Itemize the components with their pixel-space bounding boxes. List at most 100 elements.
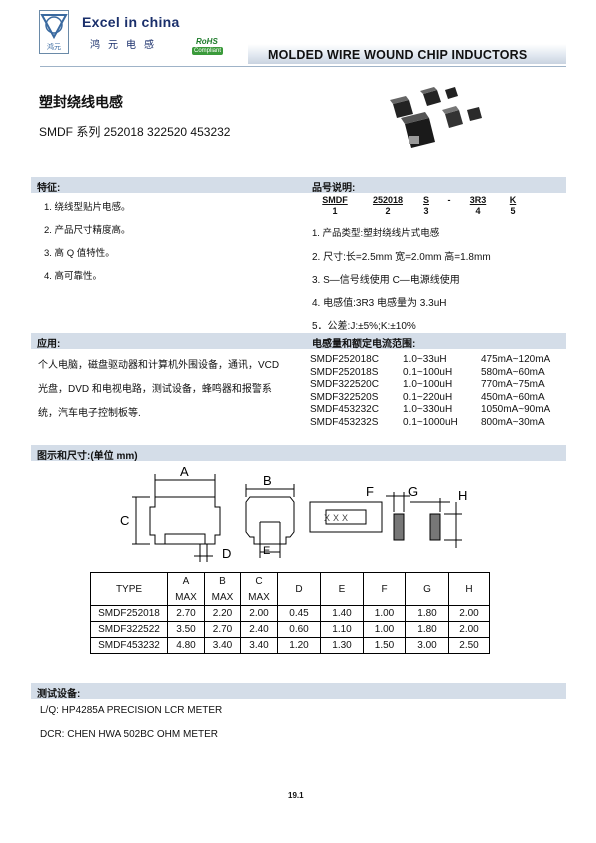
rating-current: 475mA~120mA (481, 354, 551, 365)
value-cell: 2.70 (167, 605, 205, 622)
value-cell: 3.40 (240, 637, 278, 654)
front-view-terminal (164, 533, 206, 545)
col-b: B (204, 572, 241, 589)
value-cell: 3.00 (405, 637, 449, 654)
rating-current: 1050mA~90mA (481, 404, 551, 416)
pn-num: 3 (423, 206, 429, 216)
rating-part-number: SMDF252018S (310, 366, 379, 378)
value-cell: 2.00 (448, 605, 490, 622)
value-cell: 1.10 (320, 621, 364, 638)
value-cell: 3.40 (204, 637, 241, 654)
col-type: TYPE (90, 572, 168, 606)
pn-explain-2: 2. 尺寸:长=2.5mm 宽=2.0mm 高=1.8mm (312, 252, 491, 263)
feature-item: 4. 高可靠性。 (44, 271, 103, 282)
pn-explain-4: 4. 电感值:3R3 电感量为 3.3uH (312, 298, 447, 309)
page-title: 塑封绕线电感 (39, 94, 123, 110)
page-number: 19.1 (288, 791, 304, 800)
label-a: A (180, 464, 189, 479)
chip-small (445, 87, 458, 99)
feature-item: 3. 高 Q 值特性。 (44, 248, 115, 259)
label-f: F (366, 484, 374, 499)
value-cell: 4.80 (167, 637, 205, 654)
feature-item: 1. 绕线型贴片电感。 (44, 202, 131, 213)
rating-current: 800mA~30mA (481, 417, 545, 428)
pn-explain-3: 3. S—信号线使用 C—电源线使用 (312, 275, 460, 286)
pn-code-use: S (422, 195, 429, 205)
pn-num: 4 (475, 206, 481, 216)
land-pad-left (393, 513, 405, 541)
label-e: E (263, 545, 270, 557)
dimension-drawing: A C D B E XXX F G H (120, 464, 467, 562)
col-c: C (240, 572, 278, 589)
pn-code-value: 3R3 (469, 195, 487, 205)
lcr-meter: L/Q: HP4285A PRECISION LCR METER (40, 705, 223, 716)
value-cell: 1.20 (277, 637, 321, 654)
features-heading: 特征: (37, 183, 61, 194)
value-cell: 3.50 (167, 621, 205, 638)
col-a: A (167, 572, 205, 589)
col-h: H (448, 572, 490, 606)
land-pad-right (429, 513, 441, 541)
chip-top (420, 87, 441, 106)
type-cell: SMDF322522 (90, 621, 168, 638)
value-cell: 1.00 (363, 605, 406, 622)
header-title: MOLDED WIRE WOUND CHIP INDUCTORS (268, 48, 528, 62)
col-d: D (277, 572, 321, 606)
part-number-heading: 品号说明: (312, 183, 356, 194)
col-f: F (363, 572, 406, 606)
value-cell: 2.40 (240, 621, 278, 638)
rating-part-number: SMDF252018C (310, 354, 379, 365)
chip-mid (390, 96, 413, 118)
label-h: H (458, 488, 467, 503)
pn-num: 2 (385, 206, 391, 216)
type-cell: SMDF453232 (90, 637, 168, 654)
rating-current: 770mA~75mA (481, 379, 545, 391)
chip-large (401, 112, 435, 148)
rating-current: 450mA~60mA (481, 391, 545, 403)
rohs-compliant-label: Compliant (192, 47, 224, 55)
value-cell: 2.70 (204, 621, 241, 638)
application-line: 光盘，DVD 和电视电路，测试设备，蜂鸣器和报警系 (38, 384, 272, 395)
label-g: G (408, 484, 418, 499)
label-d: D (222, 546, 231, 561)
value-cell: 2.20 (204, 605, 241, 622)
section-band-features: 特征: 品号说明: (31, 177, 566, 194)
rating-current: 580mA~60mA (481, 366, 545, 378)
dimensions-table: TYPE A B C D E F G H MAX MAX MAX SMDF252… (90, 572, 490, 654)
pn-num: 1 (332, 206, 338, 216)
pn-code-tolerance: K (509, 195, 517, 205)
header-band (248, 44, 566, 64)
pn-code-type: SMDF (322, 195, 348, 205)
dimensions-heading: 图示和尺寸:(单位 mm) (37, 451, 138, 462)
value-cell: 0.60 (277, 621, 321, 638)
section-band-dimensions: 图示和尺寸:(单位 mm) (31, 445, 566, 462)
col-g: G (405, 572, 449, 606)
pn-explain-5: 5．公差:J:±5%;K:±10% (312, 321, 416, 332)
rating-inductance: 0.1~1000uH (403, 417, 458, 428)
front-view-body (149, 496, 221, 545)
dcr-meter: DCR: CHEN HWA 502BC OHM METER (40, 729, 218, 740)
rating-part-number: SMDF453232C (310, 404, 379, 416)
section-band-test: 测试设备: (31, 683, 566, 700)
chip-right (442, 106, 482, 128)
col-c-max: MAX (240, 589, 278, 606)
rating-part-number: SMDF453232S (310, 417, 379, 428)
value-cell: 0.45 (277, 605, 321, 622)
col-a-max: MAX (167, 589, 205, 606)
value-cell: 1.30 (320, 637, 364, 654)
rating-part-number: SMDF322520C (310, 379, 379, 391)
rating-part-number: SMDF322520S (310, 391, 379, 403)
value-cell: 1.40 (320, 605, 364, 622)
side-view-body (245, 496, 295, 545)
value-cell: 1.80 (405, 605, 449, 622)
rating-inductance: 0.1~100uH (403, 366, 453, 378)
value-cell: 1.80 (405, 621, 449, 638)
type-cell: SMDF252018 (90, 605, 168, 622)
label-c: C (120, 513, 129, 528)
application-line: 统，汽车电子控制板等. (38, 408, 141, 419)
rating-inductance: 1.0~33uH (403, 354, 447, 365)
top-view-body (309, 501, 383, 533)
